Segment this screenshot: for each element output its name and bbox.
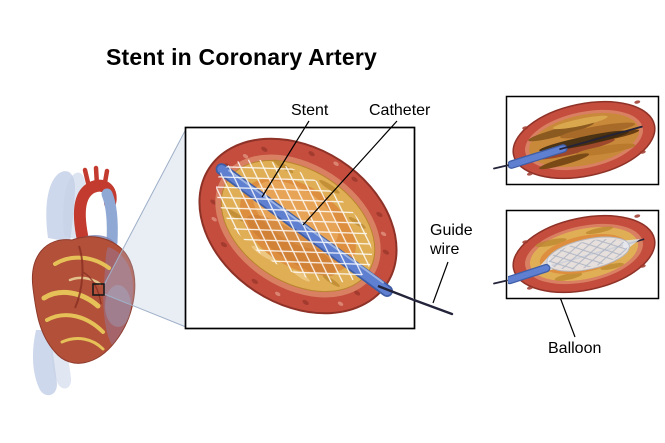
stent-mesh — [216, 159, 372, 283]
guide-wire-tail-top — [493, 164, 509, 170]
catheter-tube-small — [508, 144, 568, 169]
stenosed-wall-texture — [522, 100, 646, 176]
main-inset-box — [184, 126, 454, 330]
stent-mesh-on-balloon — [548, 238, 628, 270]
artery-cutaway-illustration — [198, 137, 398, 315]
guide-wire — [412, 298, 454, 316]
plaque-texture-small — [535, 226, 624, 281]
guide-wire-label: Guide wire — [430, 222, 473, 258]
zoom-indicator-square — [92, 283, 105, 296]
page-title: Stent in Coronary Artery — [106, 44, 378, 70]
catheter-tube-small-2 — [508, 263, 551, 285]
guide-wire-tail-bottom — [493, 279, 508, 285]
vena-cava-illustration — [101, 188, 118, 248]
guide-wire-pointer-line — [432, 261, 449, 304]
artery-wall-texture — [210, 146, 390, 306]
balloon-wall-texture — [522, 214, 646, 290]
catheter-pointer-line — [302, 120, 398, 226]
guide-wire-inner — [377, 284, 413, 301]
zoom-fan — [103, 128, 187, 328]
heart-vein-shading — [105, 285, 131, 327]
catheter-label: Catheter — [369, 102, 431, 119]
stent-label: Stent — [291, 102, 329, 119]
stent-pointer-line — [261, 120, 310, 198]
stenosed-artery-panel — [493, 95, 660, 186]
coronary-vessels — [74, 245, 102, 309]
balloon-label: Balloon — [548, 340, 602, 357]
guide-wire-small — [559, 125, 643, 151]
balloon-artery-panel — [493, 209, 660, 300]
